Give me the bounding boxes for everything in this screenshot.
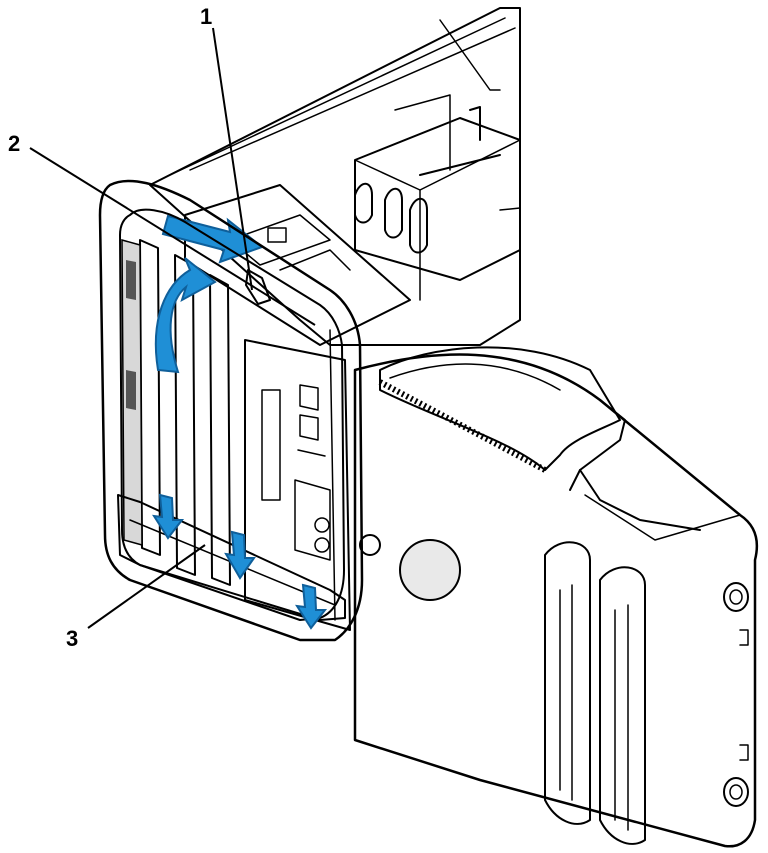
curved-rotate-arrow-icon bbox=[154, 257, 217, 374]
leader-line-1 bbox=[212, 27, 253, 291]
callout-leaders bbox=[29, 27, 316, 629]
drive-bay-insert bbox=[244, 339, 351, 631]
callout-1: 1 bbox=[200, 4, 212, 29]
front-panel bbox=[353, 346, 759, 848]
drive-panel-bezel bbox=[98, 179, 364, 642]
callout-3: 3 bbox=[66, 626, 78, 651]
callout-2: 2 bbox=[8, 131, 20, 156]
leader-line-2 bbox=[29, 147, 316, 326]
leader-line-3 bbox=[87, 544, 206, 629]
down-arrow-icon bbox=[152, 493, 328, 630]
chassis-body bbox=[149, 7, 521, 346]
